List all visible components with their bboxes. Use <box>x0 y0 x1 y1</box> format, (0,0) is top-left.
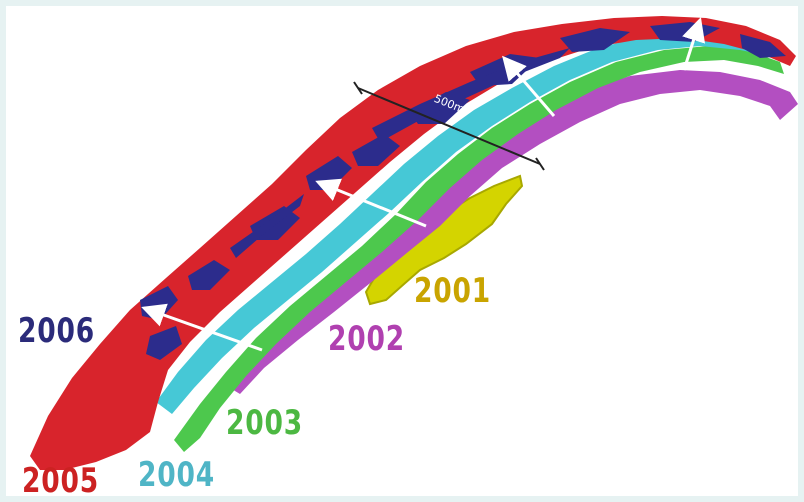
arrow-3 <box>502 55 556 117</box>
arrow-4 <box>682 17 706 71</box>
scale-bar <box>357 87 541 165</box>
band-2005 <box>30 16 796 470</box>
year-label-2001: 2001 <box>414 271 491 311</box>
arrow-1 <box>141 303 263 352</box>
year-label-2002: 2002 <box>328 319 405 359</box>
year-label-2006: 2006 <box>18 311 95 351</box>
year-label-2005: 2005 <box>22 461 99 501</box>
year-label-2004: 2004 <box>138 455 215 495</box>
arrow-2 <box>315 178 427 228</box>
year-label-2003: 2003 <box>226 403 303 443</box>
